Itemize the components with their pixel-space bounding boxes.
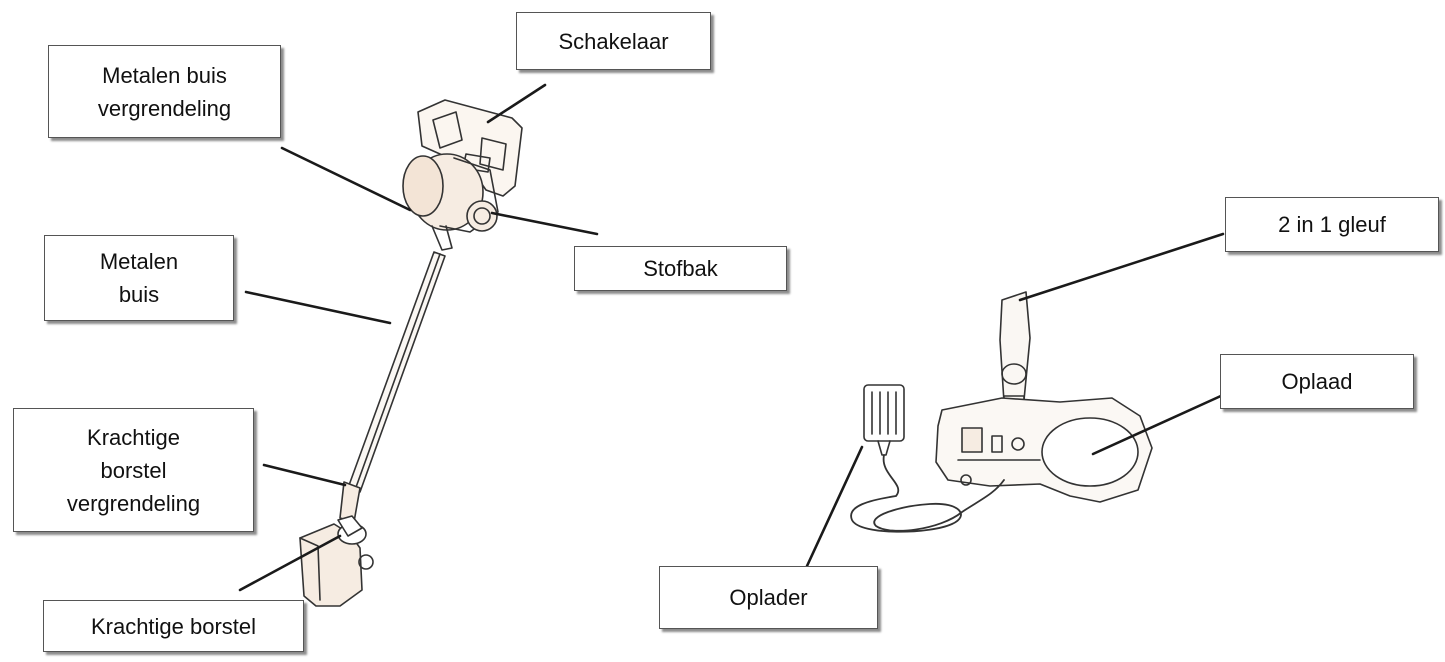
label-oplader: Oplader bbox=[659, 566, 878, 629]
metal-tube-drawing bbox=[339, 251, 446, 523]
leader-line-oplader bbox=[805, 445, 864, 568]
label-krachtige-borstel-vergrendeling: Krachtige borstel vergrendeling bbox=[13, 408, 254, 532]
base-drawing bbox=[935, 397, 1153, 503]
label-schakelaar: Schakelaar bbox=[516, 12, 711, 70]
dust-bin-drawing bbox=[402, 153, 499, 251]
leader-line-gleuf bbox=[1018, 232, 1225, 302]
charger-cable-drawing bbox=[850, 454, 1005, 533]
charger-plug-drawing bbox=[863, 384, 905, 456]
charging-station-drawing bbox=[850, 291, 1153, 533]
brush-head-drawing bbox=[299, 515, 374, 607]
leader-line-krachtige-borstel-vergrendeling bbox=[262, 463, 347, 487]
leader-line-schakelaar bbox=[486, 83, 547, 124]
label-stofbak: Stofbak bbox=[574, 246, 787, 291]
vacuum-cleaner-drawing bbox=[299, 99, 523, 607]
leader-line-oplaad bbox=[1091, 393, 1225, 456]
leader-line-metalen-buis bbox=[244, 290, 392, 325]
leader-line-metalen-buis-vergrendeling bbox=[280, 146, 412, 212]
leader-line-stofbak bbox=[490, 211, 599, 236]
leader-line-krachtige-borstel bbox=[238, 534, 342, 592]
label-metalen-buis: Metalen buis bbox=[44, 235, 234, 321]
label-2-in-1-gleuf: 2 in 1 gleuf bbox=[1225, 197, 1439, 252]
label-oplaad: Oplaad bbox=[1220, 354, 1414, 409]
slot-drawing bbox=[999, 291, 1031, 413]
label-krachtige-borstel: Krachtige borstel bbox=[43, 600, 304, 652]
label-metalen-buis-vergrendeling: Metalen buis vergrendeling bbox=[48, 45, 281, 138]
